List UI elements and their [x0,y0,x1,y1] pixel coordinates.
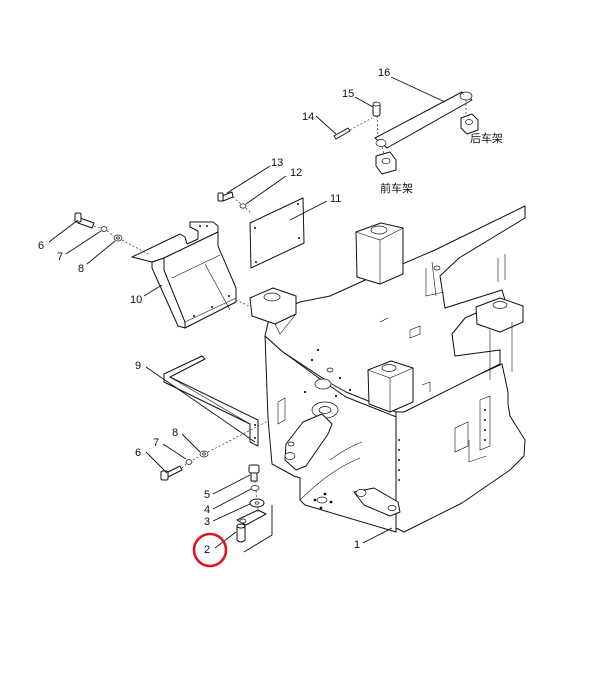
bolt-set-lower-6-7-8 [160,419,271,481]
callout-7-upper: 7 [57,251,63,263]
leader-lines [48,76,446,549]
front-frame-label: 前车架 [380,181,413,195]
pin-stack-2-5 [236,464,273,553]
callout-numbers: 16 15 14 13 12 11 10 6 7 8 9 8 7 6 5 4 3… [38,67,503,556]
callout-4: 4 [204,504,210,516]
bolt-13-washer-12 [217,191,253,215]
callout-14: 14 [302,111,314,123]
pin-15 [372,101,381,138]
front-frame-1 [249,205,526,533]
rear-frame-label: 后车架 [470,131,503,145]
callout-3: 3 [204,516,210,528]
callout-5: 5 [204,489,210,501]
callout-7-lower: 7 [153,437,159,449]
callout-6-lower: 6 [135,447,141,459]
callout-11: 11 [330,193,341,205]
angle-bracket-9 [163,355,259,447]
callout-10: 10 [130,294,142,306]
link-bar-16 [374,91,479,175]
callout-8-lower: 8 [172,427,178,439]
callout-2: 2 [204,544,210,556]
callout-9: 9 [135,360,141,372]
callout-8-upper: 8 [78,263,84,275]
callout-16: 16 [378,67,390,79]
plate-11 [249,197,305,269]
callout-15: 15 [342,88,354,100]
highlight-circle [192,532,228,568]
callout-6-upper: 6 [38,240,44,252]
bracket-10 [131,221,263,329]
cotter-pin-14 [333,117,373,140]
callout-12: 12 [290,167,302,179]
bolt-set-upper-6-7-8 [74,212,151,256]
callout-1: 1 [354,539,360,551]
callout-13: 13 [271,157,283,169]
